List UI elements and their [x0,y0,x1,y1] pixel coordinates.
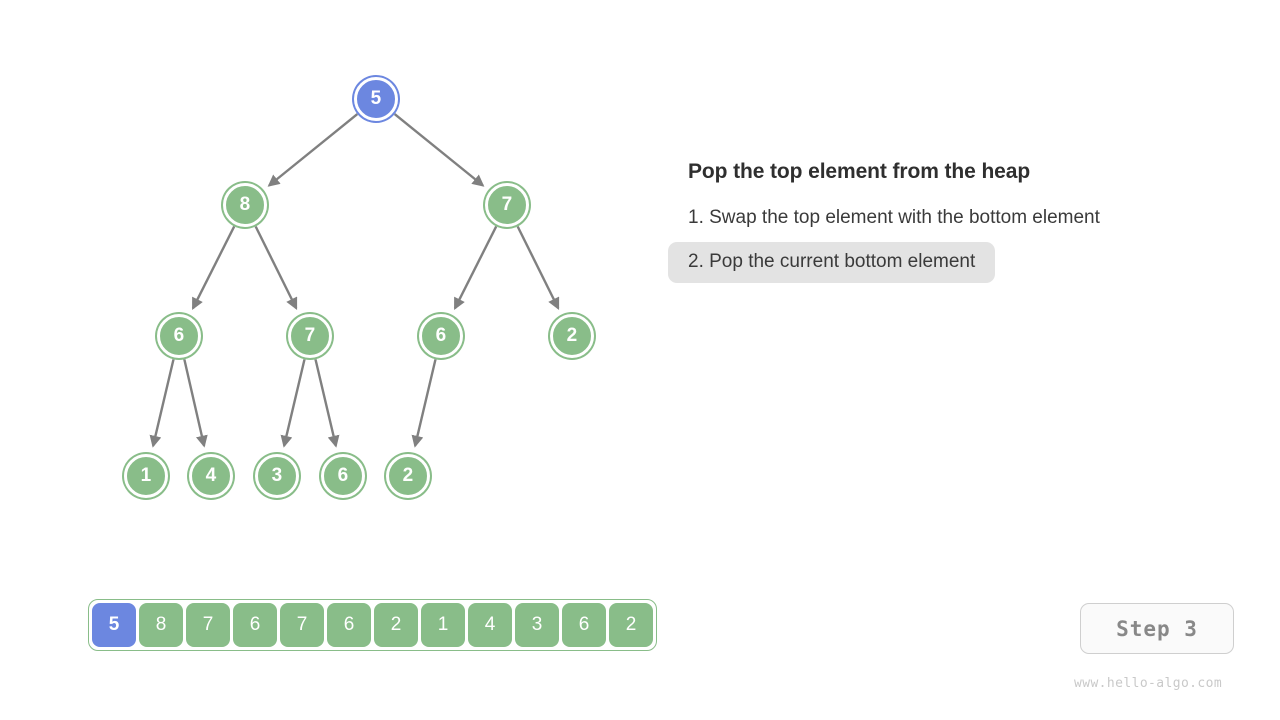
tree-node: 3 [255,454,299,498]
array-cell: 2 [374,603,418,647]
array-cell: 3 [515,603,559,647]
array-cell: 7 [186,603,230,647]
tree-node: 4 [189,454,233,498]
array-cell: 1 [421,603,465,647]
tree-node: 8 [223,183,267,227]
tree-node: 2 [386,454,430,498]
tree-node: 6 [157,314,201,358]
array-cell: 8 [139,603,183,647]
array-cell: 7 [280,603,324,647]
tree-edge [183,359,208,448]
array-cell: 5 [92,603,136,647]
tree-edge [453,225,498,311]
tree-edges [149,113,560,448]
instruction-panel: Pop the top element from the heap 1. Swa… [668,160,1228,286]
tree-edge-layer [149,113,560,448]
tree-node: 2 [550,314,594,358]
tree-edge [516,225,560,310]
tree-edge [149,359,175,448]
tree-edge [280,359,306,448]
tree-edge [267,113,359,187]
tree-node: 7 [485,183,529,227]
tree-edge [191,225,236,311]
instruction-step-list: 1. Swap the top element with the bottom … [668,198,1228,286]
tree-node: 5 [354,77,398,121]
tree-node: 6 [321,454,365,498]
instruction-step: 1. Swap the top element with the bottom … [688,207,1100,228]
array-cell: 4 [468,603,512,647]
tree-edge [393,113,485,187]
tree-edge [254,225,298,310]
tree-edge [314,359,340,448]
instruction-step-active: 2. Pop the current bottom element [668,242,996,283]
tree-node: 7 [288,314,332,358]
tree-edge [411,359,437,448]
tree-node: 1 [124,454,168,498]
array-cell: 6 [562,603,606,647]
array-cell: 6 [327,603,371,647]
tree-node: 6 [419,314,463,358]
array-cell: 2 [609,603,653,647]
page-title: Pop the top element from the heap [688,160,1031,183]
status-badge: Step 3 [1080,603,1234,654]
array-cell: 6 [233,603,277,647]
watermark-label: www.hello-algo.com [1074,676,1223,691]
